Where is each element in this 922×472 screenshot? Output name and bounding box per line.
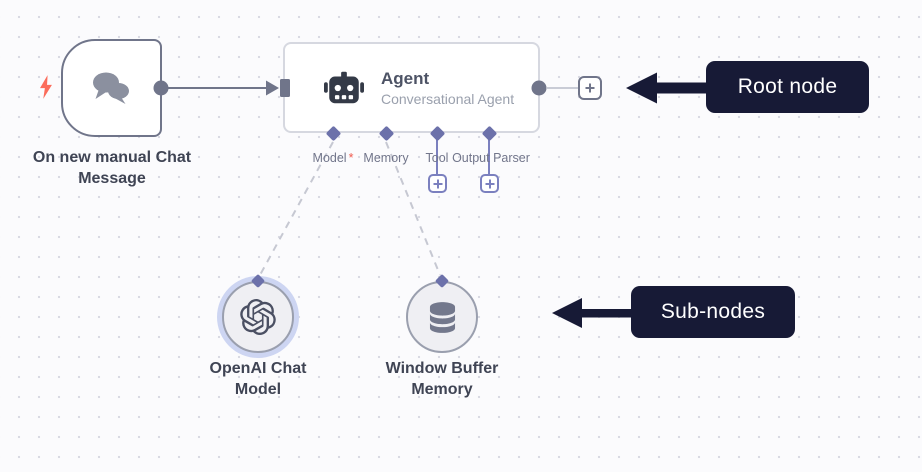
sub-nodes-annotation-label: Sub-nodes [660, 300, 766, 323]
buffer-node-label: Window Buffer Memory [385, 360, 499, 398]
sub-nodes-annotation: Sub-nodes [631, 286, 795, 338]
agent-node-subtitle: Conversational Agent [381, 90, 515, 107]
root-node-arrow-shaft [655, 82, 708, 94]
window-buffer-memory-node[interactable] [406, 281, 478, 353]
add-output-parser-button[interactable] [480, 174, 499, 193]
openai-chat-model-node[interactable] [222, 281, 294, 353]
root-node-arrow-icon [626, 72, 657, 104]
port-label-output-parser: Output Parser [431, 151, 551, 165]
database-icon [429, 301, 455, 333]
required-asterisk: * [348, 151, 354, 165]
agent-node-title: Agent [381, 68, 430, 88]
trigger-node[interactable] [61, 39, 162, 137]
chat-bubbles-icon [92, 72, 129, 104]
sub-nodes-arrow-icon [552, 298, 582, 328]
root-node-annotation: Root node [706, 61, 869, 113]
agent-node[interactable]: Agent Conversational Agent [283, 42, 540, 133]
add-tool-button[interactable] [428, 174, 447, 193]
openai-logo-icon [240, 299, 276, 335]
add-node-after-agent-button[interactable] [578, 76, 602, 100]
port-label-output-parser-text: Output Parser [452, 151, 530, 165]
lightning-bolt-icon [40, 75, 52, 99]
root-node-annotation-label: Root node [737, 75, 838, 98]
connection-arrowhead-icon [266, 80, 279, 96]
trigger-node-label: On new manual Chat Message [32, 149, 192, 187]
robot-icon [324, 71, 364, 104]
openai-node-label: OpenAI Chat Model [209, 360, 307, 398]
sub-nodes-arrow-shaft [580, 309, 633, 318]
